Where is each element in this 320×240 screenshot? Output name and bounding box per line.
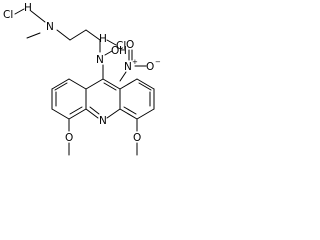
label-o-nitro-1: O: [126, 39, 134, 51]
bond-chain-3: [85, 29, 101, 41]
label-o-methoxy-left: O: [65, 132, 73, 144]
bond-c8-c7: [51, 78, 70, 90]
bond-c9-c9a-inner: [103, 82, 117, 91]
label-cl-2: Cl: [116, 40, 126, 52]
label-n-amine: N: [46, 21, 54, 33]
label-o-hydroxyl: O: [111, 45, 119, 57]
molecule-drawing: Cl H H Cl N N O H N + O O − N: [3, 2, 161, 156]
bond-c1-c2: [136, 78, 155, 90]
label-o-methoxy-right: O: [133, 132, 141, 144]
bond-c8a-c8: [68, 78, 87, 90]
bond-chain-2: [69, 29, 87, 41]
label-h-hydroxyl: H: [119, 45, 127, 57]
label-nitro-minus: −: [155, 58, 161, 66]
bond-c6-c5: [51, 108, 70, 120]
label-h-2: H: [99, 33, 107, 45]
bond-c4a-n10: [106, 108, 121, 119]
bond-c8a-c9: [85, 78, 104, 90]
bond-n-o: [104, 50, 113, 56]
bond-c9-c9a: [102, 78, 121, 90]
bond-c4-c4a: [119, 108, 138, 120]
structure-diagram: Cl H H Cl N N O H N + O O − N: [0, 0, 173, 179]
label-cl-1: Cl: [3, 9, 13, 21]
bond-c1-nitro: [119, 71, 127, 82]
bond-c1-c2-inner: [138, 82, 152, 91]
bond-methyl-2: [26, 32, 41, 39]
bond-methyl-1: [30, 10, 46, 23]
label-n-ring: N: [99, 115, 107, 127]
bond-n10-c10a-inner: [89, 106, 100, 115]
label-n-hydroxyl: N: [96, 54, 104, 66]
bond-c5-c10a: [68, 108, 87, 120]
label-o-nitro-2: O: [146, 61, 154, 73]
bond-c5-c10a-inner: [69, 106, 83, 115]
label-nitro-plus: +: [132, 58, 138, 66]
bond-c4-c4a-inner: [123, 106, 137, 115]
label-h-1: H: [24, 2, 32, 14]
bond-n10-c10a: [85, 108, 99, 119]
bond-chain-1: [56, 29, 71, 41]
bond-c3-c4: [136, 108, 155, 120]
bond-c8-c7-inner: [54, 82, 68, 91]
bond-h-cl-2: [106, 39, 117, 46]
bond-h-cl-1: [14, 8, 25, 15]
label-n-nitro: N: [124, 61, 132, 73]
bond-c9a-c1: [119, 78, 138, 90]
